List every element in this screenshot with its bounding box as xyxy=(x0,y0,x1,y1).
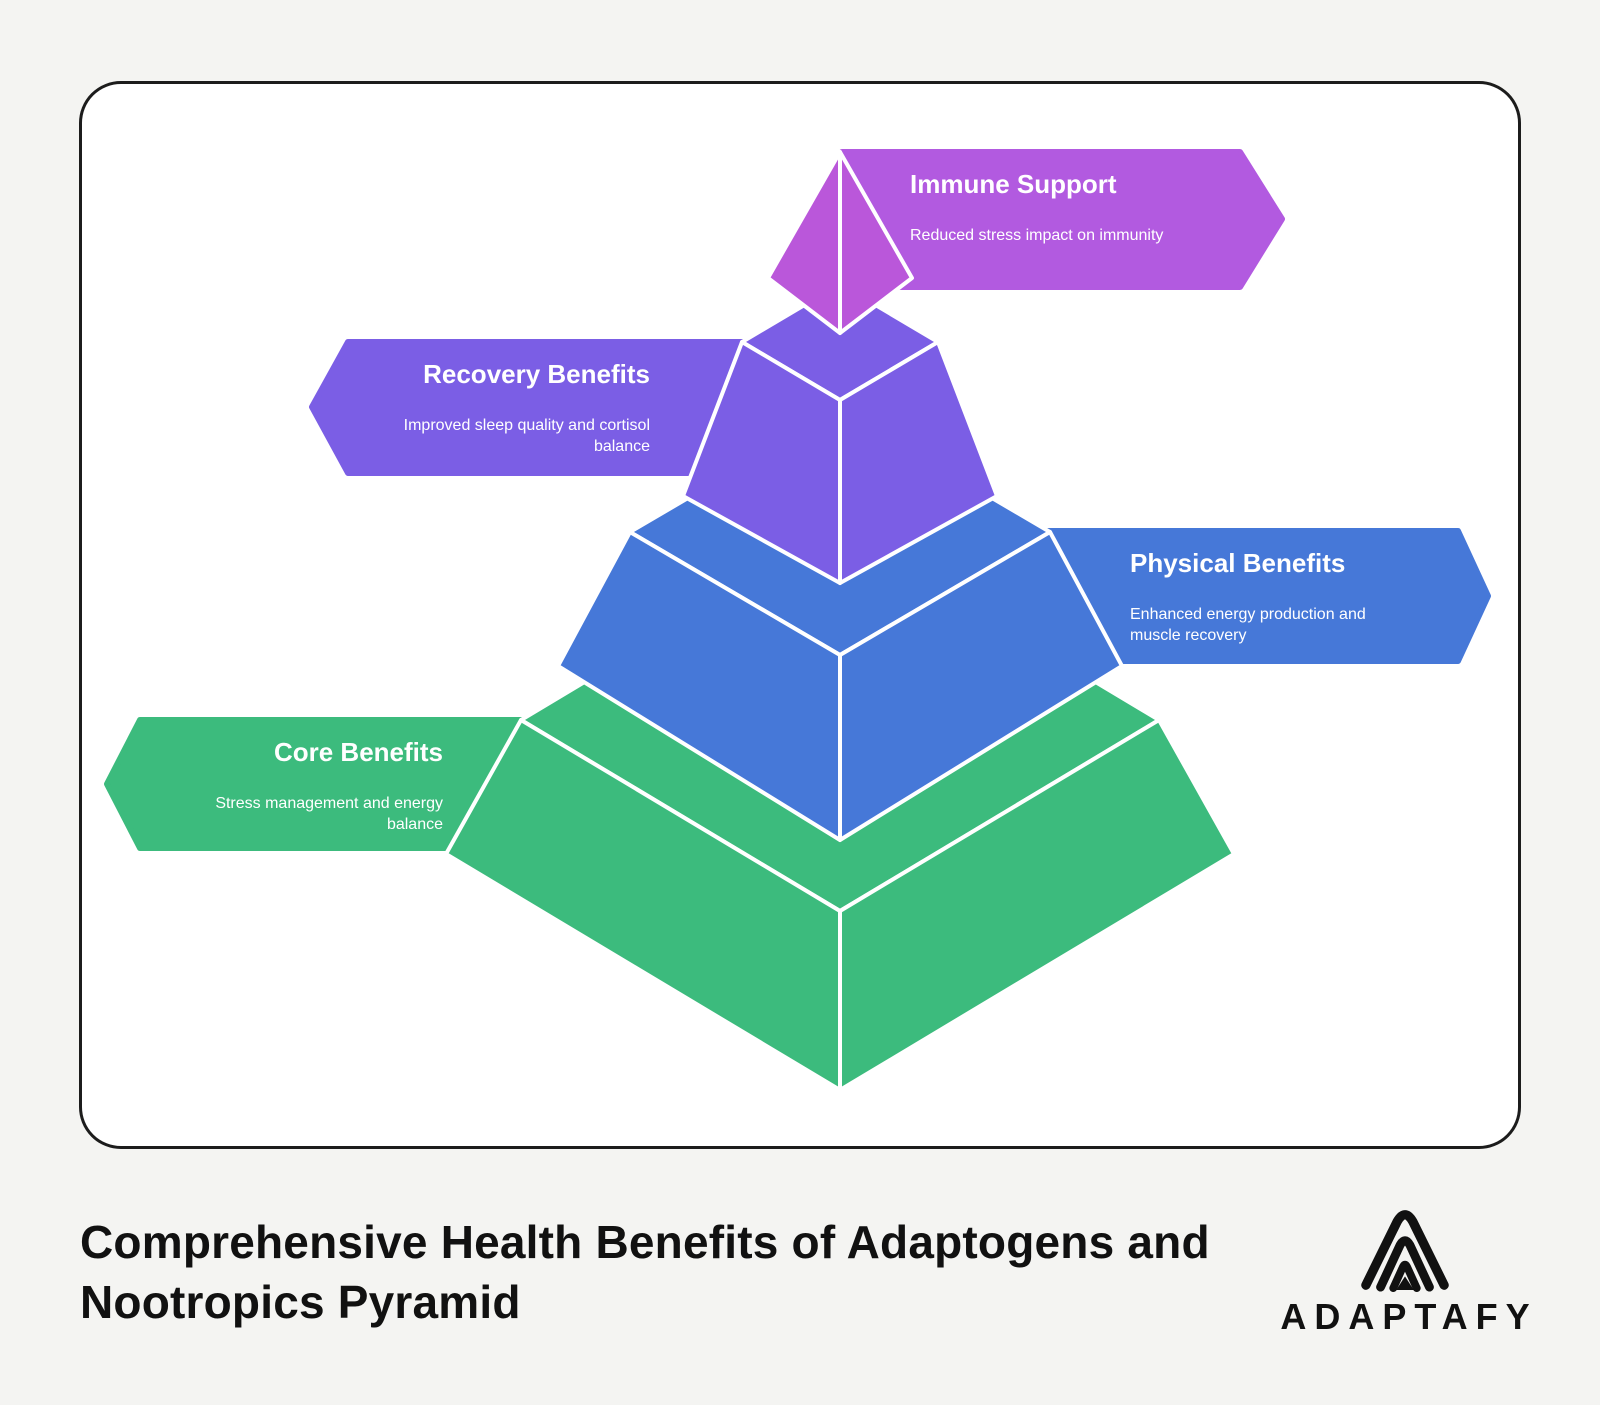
recovery-benefits-banner xyxy=(309,339,773,476)
pyramid-level-core-right-face xyxy=(838,718,1236,1092)
banner-title: Core Benefits xyxy=(273,737,443,767)
banner-title: Immune Support xyxy=(910,169,1117,199)
physical-benefits-label: Physical Benefits Enhanced energy produc… xyxy=(1130,531,1410,661)
page-title-line1: Comprehensive Health Benefits of Adaptog… xyxy=(80,1216,1210,1268)
pyramid-level-recovery-right-face xyxy=(838,340,999,585)
page-title-line2: Nootropics Pyramid xyxy=(80,1276,521,1328)
brand-name: ADAPTAFY xyxy=(1280,1296,1538,1337)
core-benefits-banner xyxy=(104,717,563,851)
banner-description: Enhanced energy production and muscle re… xyxy=(1130,606,1366,645)
pyramid-level-immune-left-face xyxy=(766,150,842,335)
banner-title: Physical Benefits xyxy=(1130,548,1346,578)
core-benefits-label: Core Benefits Stress management and ener… xyxy=(150,720,443,848)
immune-support-label: Immune Support Reduced stress impact on … xyxy=(910,152,1270,287)
banner-title: Recovery Benefits xyxy=(423,359,650,389)
banner-description: Improved sleep quality and cortisol bala… xyxy=(403,417,650,456)
banner-description: Reduced stress impact on immunity xyxy=(910,227,1164,244)
mountain-logo-icon xyxy=(1361,1210,1449,1292)
pyramid-level-immune-right-face xyxy=(838,150,914,335)
pyramid-level-physical-right-face xyxy=(838,530,1124,842)
recovery-benefits-label: Recovery Benefits Improved sleep quality… xyxy=(350,342,650,473)
page-title: Comprehensive Health Benefits of Adaptog… xyxy=(80,1212,1240,1332)
banner-description: Stress management and energy balance xyxy=(215,795,443,834)
brand-logo: ADAPTAFY xyxy=(1280,1202,1530,1352)
